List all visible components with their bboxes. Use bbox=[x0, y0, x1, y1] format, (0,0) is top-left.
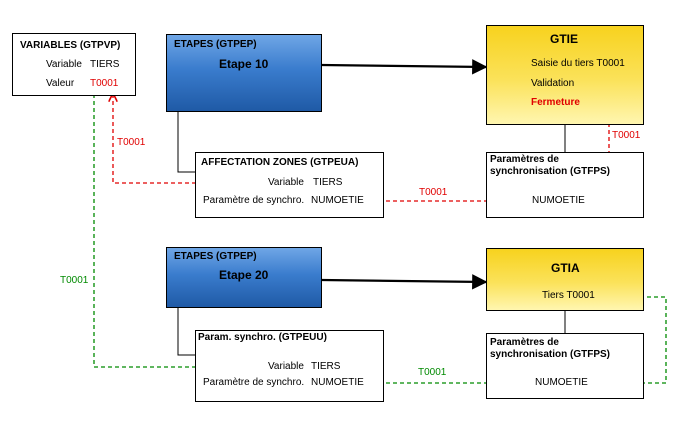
gtia-title: GTIA bbox=[551, 261, 580, 275]
red-link-label-right: T0001 bbox=[612, 130, 641, 141]
param-synchro-variable-label: Variable bbox=[268, 361, 304, 372]
variables-variable-value: TIERS bbox=[90, 59, 120, 70]
green-link-label-bottom: T0001 bbox=[418, 367, 447, 378]
gtie-item-fermeture: Fermeture bbox=[531, 97, 580, 108]
variables-valeur-value: T0001 bbox=[90, 78, 119, 89]
gtie-item-validation: Validation bbox=[531, 78, 575, 89]
param-synchro-title: Param. synchro. (GTPEUU) bbox=[198, 332, 327, 343]
etape20-header: ETAPES (GTPEP) bbox=[174, 251, 257, 262]
variables-variable-label: Variable bbox=[46, 59, 82, 70]
sync-bottom-box bbox=[486, 333, 644, 399]
connector-etape10-affectation bbox=[177, 112, 195, 173]
gtia-box bbox=[486, 248, 644, 311]
green-link-label-left: T0001 bbox=[60, 275, 89, 286]
etape20-box bbox=[166, 247, 322, 308]
green-link-valeur-to-variable bbox=[93, 94, 268, 367]
etape20-title: Etape 20 bbox=[219, 268, 269, 282]
param-synchro-box bbox=[195, 330, 384, 402]
variables-box bbox=[12, 33, 136, 96]
affectation-variable-label: Variable bbox=[268, 177, 304, 188]
affectation-title: AFFECTATION ZONES (GTPEUA) bbox=[201, 157, 359, 168]
red-link-label-middle: T0001 bbox=[419, 187, 448, 198]
variables-valeur-label: Valeur bbox=[46, 78, 75, 89]
param-synchro-param-label: Paramètre de synchro. bbox=[203, 377, 305, 388]
etape10-box bbox=[166, 34, 322, 112]
gtie-item-saisie: Saisie du tiers T0001 bbox=[531, 58, 625, 69]
connector-etape20-param bbox=[177, 308, 195, 356]
arrow-etape20-to-gtia bbox=[321, 274, 488, 290]
param-synchro-param-value: NUMOETIE bbox=[311, 377, 364, 388]
param-synchro-variable-value: TIERS bbox=[311, 361, 341, 372]
affectation-param-label: Paramètre de synchro. bbox=[203, 195, 305, 206]
variables-title: VARIABLES (GTPVP) bbox=[20, 40, 121, 51]
gtie-title: GTIE bbox=[550, 32, 579, 46]
affectation-param-value: NUMOETIE bbox=[311, 195, 364, 206]
gtie-box bbox=[486, 25, 644, 125]
sync-top-title: Paramètres de synchronisation (GTFPS) bbox=[490, 154, 611, 177]
sync-bottom-title: Paramètres de synchronisation (GTFPS) bbox=[490, 337, 611, 360]
red-link-label-vertical: T0001 bbox=[117, 137, 146, 148]
affectation-box bbox=[195, 152, 384, 218]
sync-bottom-value: NUMOETIE bbox=[535, 377, 588, 388]
sync-top-value: NUMOETIE bbox=[532, 195, 585, 206]
affectation-variable-value: TIERS bbox=[313, 177, 343, 188]
sync-top-box bbox=[486, 152, 644, 218]
etape10-title: Etape 10 bbox=[219, 57, 269, 71]
etape10-header: ETAPES (GTPEP) bbox=[174, 39, 257, 50]
gtia-item-tiers: Tiers T0001 bbox=[542, 290, 595, 301]
arrow-etape10-to-gtie bbox=[321, 59, 488, 75]
